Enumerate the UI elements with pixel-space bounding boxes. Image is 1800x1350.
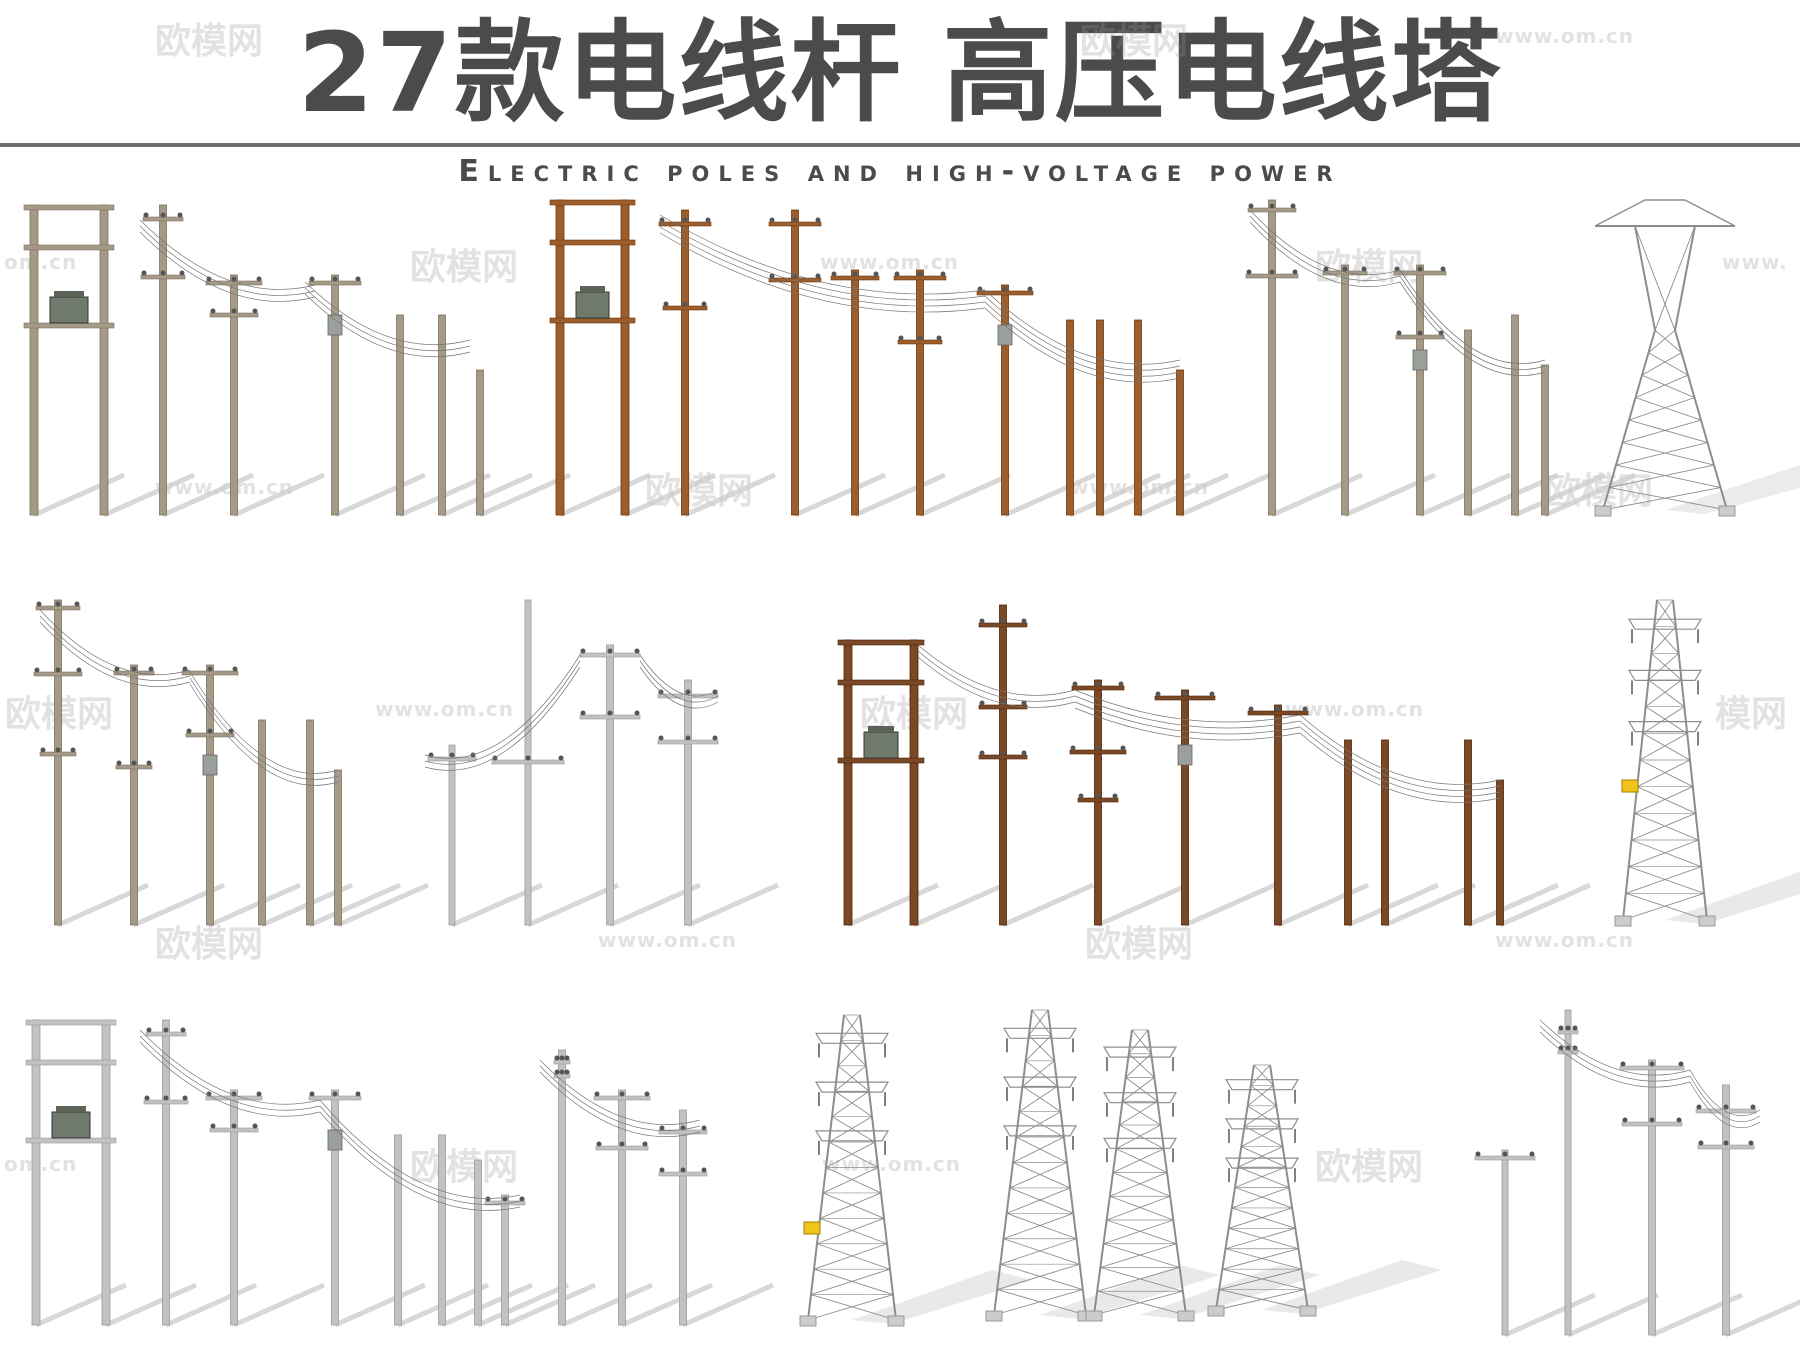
watermark-url-fragment: om.cn — [4, 250, 78, 274]
title-divider — [0, 143, 1800, 147]
watermark-logo-fragment: 模网 — [1715, 694, 1788, 735]
page-subtitle: Electric poles and high-voltage power — [458, 154, 1342, 189]
row3-lattice-towers — [799, 1009, 1442, 1327]
row3-concrete-poles-b — [1474, 1009, 1800, 1338]
row3-concrete-poles — [25, 1019, 775, 1328]
watermark-url: www.om.cn — [598, 928, 738, 952]
page-title: 27款电线杆 高压电线塔 — [297, 9, 1503, 137]
row2-grey-wood-poles — [33, 599, 430, 928]
watermark-logo: 欧模网 — [1080, 21, 1189, 62]
watermark-url-fragment: www. — [1722, 250, 1788, 274]
watermark-url: www.om.cn — [1285, 697, 1425, 721]
row1-grey-wood-poles — [23, 204, 572, 518]
warning-sign-icon — [803, 1221, 821, 1235]
row1-lattice-tower — [1594, 199, 1800, 517]
watermark-url: www.om.cn — [820, 250, 960, 274]
watermark-logo: 欧模网 — [155, 21, 264, 62]
watermark-url: www.om.cn — [1495, 24, 1635, 48]
watermark-url: www.om.cn — [1495, 928, 1635, 952]
row2-lattice-tower — [1614, 599, 1800, 927]
watermark-logo: 欧模网 — [1315, 1147, 1424, 1188]
row2-concrete-poles — [424, 599, 780, 928]
watermark-logo: 欧模网 — [1085, 924, 1194, 965]
watermark-logo: 欧模网 — [155, 924, 264, 965]
warning-sign-icon — [1621, 779, 1639, 793]
watermark-logo: 欧模网 — [410, 1147, 519, 1188]
row1-grey-wood-poles-b — [1245, 199, 1637, 518]
row2-dark-wood-poles — [837, 604, 1592, 928]
watermark-url: www.om.cn — [375, 697, 515, 721]
watermark-url: www.om.cn — [822, 1152, 962, 1176]
row1-brown-wood-poles — [549, 199, 1272, 518]
watermark-logo: 欧模网 — [410, 247, 519, 288]
